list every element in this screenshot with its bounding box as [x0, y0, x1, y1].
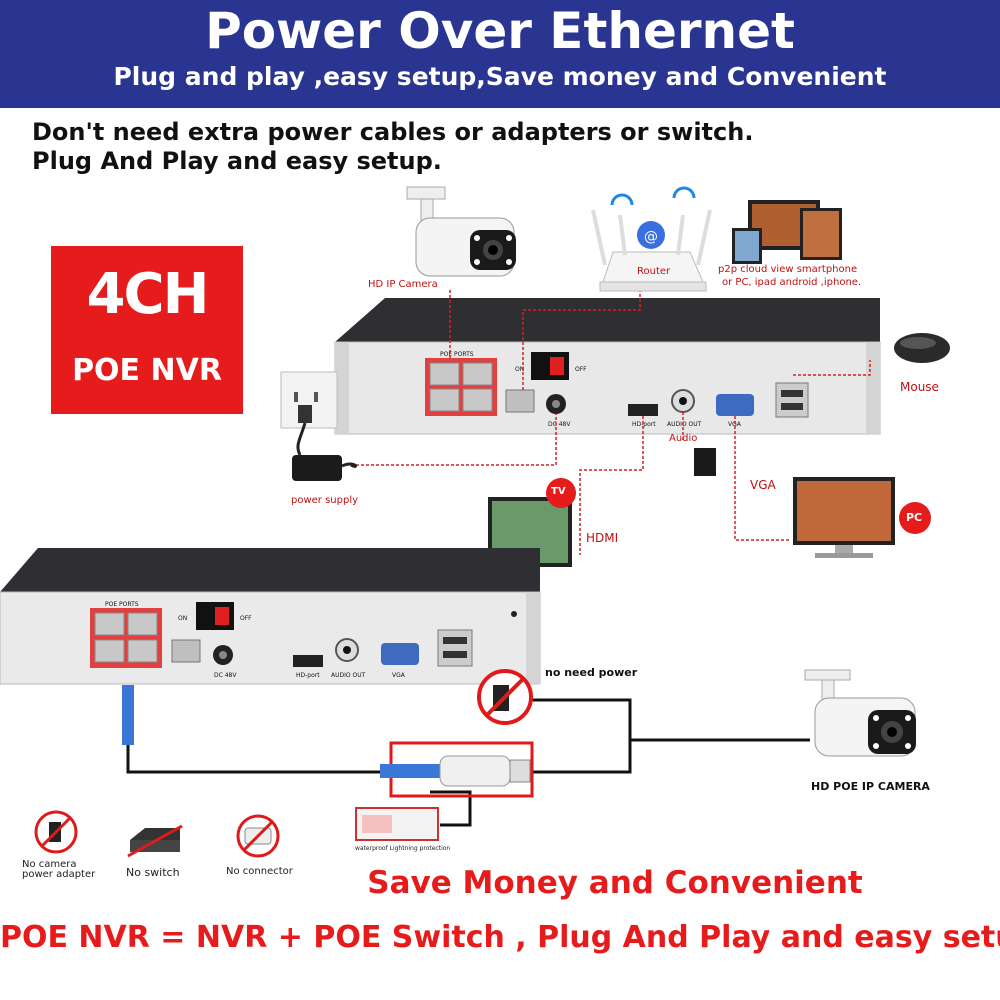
badge-channels: 4CH — [86, 262, 210, 327]
svg-text:POE PORTS: POE PORTS — [440, 351, 474, 358]
cloud-label-1: p2p cloud view smartphone — [718, 264, 858, 275]
router-device: @ — [591, 186, 712, 292]
cloud-devices — [732, 200, 842, 264]
svg-text:@: @ — [644, 229, 658, 245]
mouse-device — [894, 333, 950, 363]
product-badge — [51, 246, 243, 414]
hdmi-label: HDMI — [586, 531, 619, 545]
bottom-ip-camera — [804, 669, 916, 757]
page-title: Power Over Ethernet — [205, 2, 795, 60]
badge-product: POE NVR — [72, 353, 222, 388]
no-switch-label: No switch — [126, 866, 180, 879]
waterproof-connector — [380, 755, 531, 787]
svg-text:POE PORTS: POE PORTS — [105, 601, 139, 608]
bottom-nvr-device: POE PORTS ON OFF DC 48V HD-port AUDIO OU… — [0, 548, 541, 685]
cloud-label-2: or PC, ipad android ,iphone. — [722, 277, 862, 288]
audio-label: Audio — [669, 433, 698, 444]
no-adapter-icon — [34, 810, 78, 854]
ethernet-plug — [122, 685, 134, 745]
wall-socket — [280, 371, 338, 456]
save-money-slogan: Save Money and Convenient — [367, 865, 863, 901]
no-adapter-label-2: power adapter — [22, 869, 96, 880]
svg-text:OFF: OFF — [575, 366, 587, 373]
svg-text:HD-port: HD-port — [632, 421, 656, 428]
svg-text:DC 48V: DC 48V — [548, 421, 571, 428]
page-subtitle: Plug and play ,easy setup,Save money and… — [113, 62, 887, 91]
top-ip-camera — [406, 186, 516, 277]
speaker — [694, 448, 716, 476]
no-power-adapter-icon — [477, 669, 533, 725]
no-adapter-label-1: No camera — [22, 859, 77, 870]
svg-text:OFF: OFF — [240, 615, 252, 622]
svg-text:VGA: VGA — [392, 672, 406, 679]
mouse-label: Mouse — [900, 380, 939, 394]
svg-text:DC 48V: DC 48V — [214, 672, 237, 679]
no-switch-icon — [127, 824, 183, 858]
pc-monitor — [793, 477, 931, 558]
svg-text:AUDIO OUT: AUDIO OUT — [331, 672, 366, 679]
intro-line-1: Don't need extra power cables or adapter… — [32, 118, 754, 146]
pc-badge: PC — [906, 511, 923, 524]
no-connector-icon — [236, 814, 280, 858]
power-supply-label: power supply — [291, 495, 359, 506]
no-connector-label: No connector — [226, 866, 293, 877]
no-need-power-label: no need power — [545, 666, 638, 679]
tv-badge: TV — [551, 486, 566, 497]
top-nvr-device: POE PORTS ON OFF DC 48V HD-port AUDIO OU… — [334, 298, 881, 435]
svg-text:ON: ON — [178, 615, 187, 622]
top-connection-lines — [351, 290, 871, 555]
bottom-cable — [126, 698, 810, 827]
svg-text:HD-port: HD-port — [296, 672, 320, 679]
poe-equation: POE NVR = NVR + POE Switch , Plug And Pl… — [0, 920, 1000, 955]
svg-text:AUDIO OUT: AUDIO OUT — [667, 421, 702, 428]
header-banner — [0, 0, 1000, 108]
router-label: Router — [637, 266, 671, 277]
svg-text:VGA: VGA — [728, 421, 742, 428]
svg-text:ON: ON — [515, 366, 524, 373]
cable-gland — [355, 807, 439, 841]
waterproof-label: waterproof Lightning protection — [355, 845, 451, 852]
intro-line-2: Plug And Play and easy setup. — [32, 147, 442, 175]
hd-poe-camera-label: HD POE IP CAMERA — [811, 780, 930, 793]
power-supply-adapter — [292, 455, 358, 481]
vga-label: VGA — [750, 478, 776, 492]
hd-ip-camera-label: HD IP Camera — [368, 279, 438, 290]
